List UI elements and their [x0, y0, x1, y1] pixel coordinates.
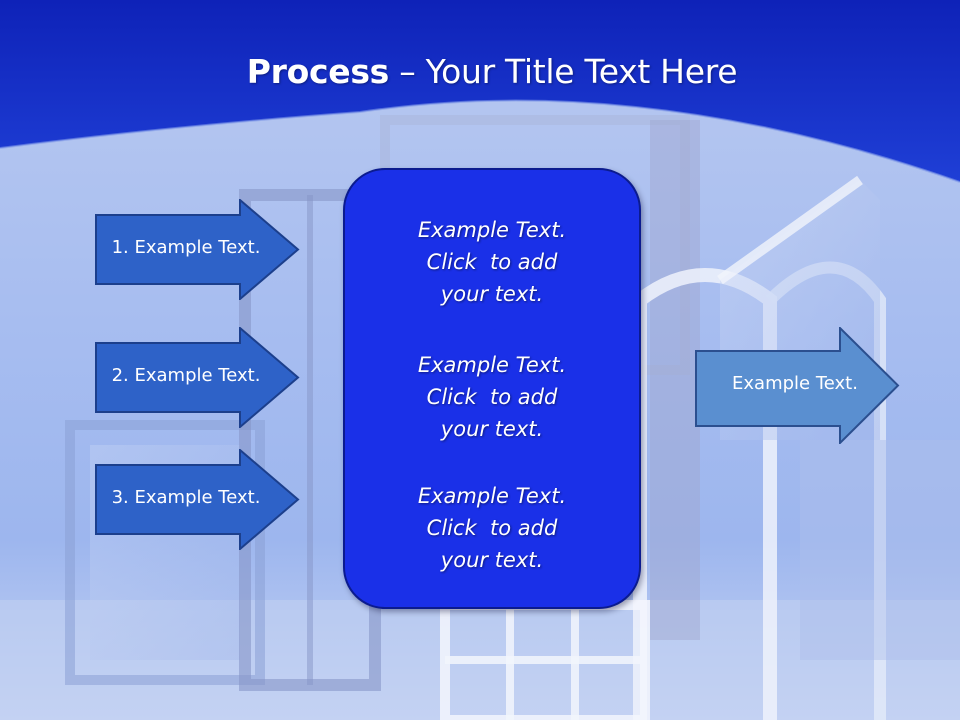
center-line: Example Text.	[417, 484, 567, 508]
title-rest: – Your Title Text Here	[389, 52, 738, 91]
title-bold: Process	[246, 52, 390, 91]
center-line: your text.	[440, 548, 544, 572]
arrow-right-shape	[95, 447, 300, 552]
center-line: Click to add	[426, 516, 558, 540]
center-line: your text.	[440, 417, 544, 441]
process-step-label-1: 1. Example Text.	[111, 237, 261, 258]
center-text-box[interactable]: Example Text. Click to add your text. Ex…	[343, 168, 641, 609]
center-text-block-1: Example Text. Click to add your text.	[345, 214, 639, 310]
process-step-label-3: 3. Example Text.	[111, 487, 261, 508]
center-line: Example Text.	[417, 353, 567, 377]
arrow-right-shape	[695, 325, 900, 446]
center-text-block-2: Example Text. Click to add your text.	[345, 349, 639, 445]
center-line: Example Text.	[417, 218, 567, 242]
arrow-right-shape	[95, 197, 300, 302]
header-band	[0, 0, 960, 183]
process-step-label-2: 2. Example Text.	[111, 365, 261, 386]
arrow-right-shape	[95, 325, 300, 430]
process-step-arrow-2[interactable]: 2. Example Text.	[95, 325, 300, 430]
result-arrow-label: Example Text.	[732, 373, 858, 394]
process-step-arrow-3[interactable]: 3. Example Text.	[95, 447, 300, 552]
process-step-arrow-1[interactable]: 1. Example Text.	[95, 197, 300, 302]
center-text-block-3: Example Text. Click to add your text.	[345, 480, 639, 576]
center-line: your text.	[440, 282, 544, 306]
center-line: Click to add	[426, 250, 558, 274]
result-arrow[interactable]: Example Text.	[695, 325, 900, 446]
center-line: Click to add	[426, 385, 558, 409]
slide-title: Process – Your Title Text Here	[0, 52, 960, 91]
